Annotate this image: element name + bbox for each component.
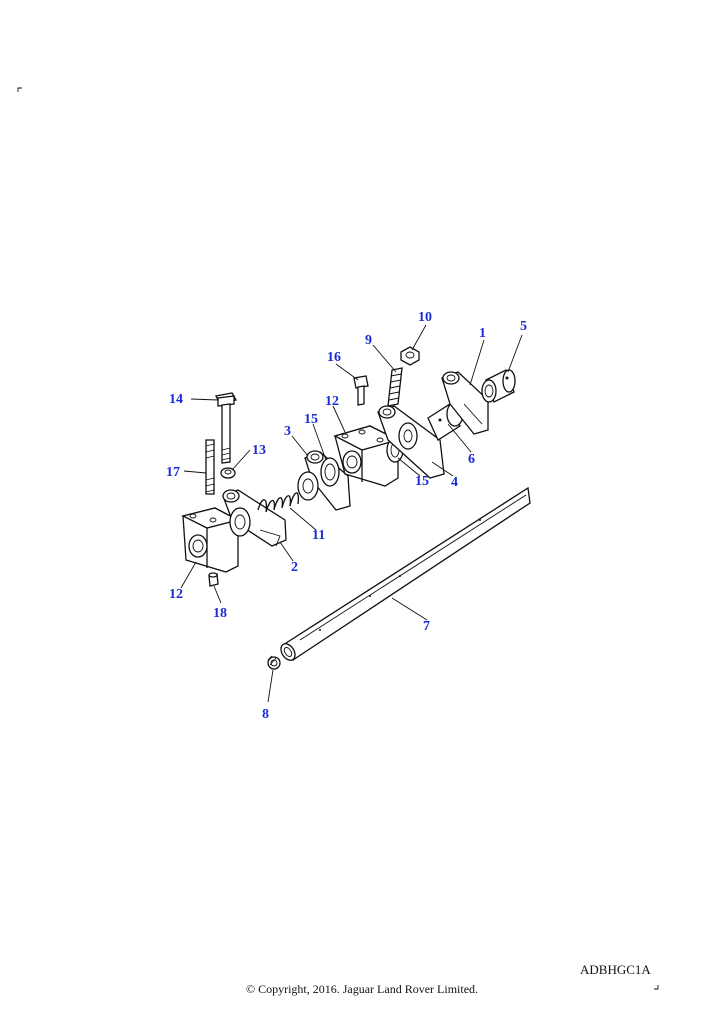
- callout-1: 1: [479, 326, 486, 341]
- corner-mark: [654, 985, 659, 990]
- pedestal-bracket-left: [181, 507, 240, 573]
- callout-13: 13: [252, 443, 266, 458]
- callout-17: 17: [166, 465, 180, 480]
- callout-16: 16: [327, 350, 341, 365]
- callout-12-middle: 12: [325, 394, 339, 409]
- callout-9: 9: [365, 333, 372, 348]
- callout-4: 4: [451, 475, 458, 490]
- rocker-arm-3: [297, 450, 351, 511]
- rocker-spring: [257, 492, 300, 513]
- shaft-plug: [267, 655, 281, 670]
- dowel-plug: [208, 572, 219, 587]
- pedestal-bracket-middle: [333, 425, 400, 487]
- callout-6: 6: [468, 452, 475, 467]
- leader-lines: [180, 324, 523, 703]
- rocker-arm-2: [222, 489, 287, 547]
- callout-5: 5: [520, 319, 527, 334]
- callout-12-left: 12: [169, 587, 183, 602]
- end-cap: [481, 369, 516, 403]
- callout-15-bottom: 15: [415, 474, 429, 489]
- locating-bolt: [353, 375, 369, 406]
- callout-14: 14: [169, 392, 183, 407]
- adjusting-screw: [387, 367, 403, 407]
- bolt: [215, 392, 237, 464]
- spacer-washer-a: [320, 457, 340, 487]
- corner-mark: [17, 87, 22, 92]
- callout-10: 10: [418, 310, 432, 325]
- callout-15-top: 15: [304, 412, 318, 427]
- callout-11: 11: [312, 528, 325, 543]
- diagram-reference-code: ADBHGC1A: [580, 962, 651, 977]
- callout-8: 8: [262, 707, 269, 722]
- rocker-arm-4: [377, 405, 445, 479]
- hex-nut: [400, 346, 420, 366]
- callout-2: 2: [291, 560, 298, 575]
- callout-7: 7: [423, 619, 430, 634]
- copyright-notice: © Copyright, 2016. Jaguar Land Rover Lim…: [245, 982, 479, 996]
- rocker-shaft: [280, 486, 531, 661]
- stud: [205, 439, 215, 495]
- callout-3: 3: [284, 424, 291, 439]
- callout-18: 18: [213, 606, 227, 621]
- washer: [220, 467, 236, 479]
- rocker-arm-1: [441, 371, 489, 435]
- callout-labels: 1 5 10 9 16 12 14 15 3 13 17 6 4 15 11 2…: [166, 310, 527, 722]
